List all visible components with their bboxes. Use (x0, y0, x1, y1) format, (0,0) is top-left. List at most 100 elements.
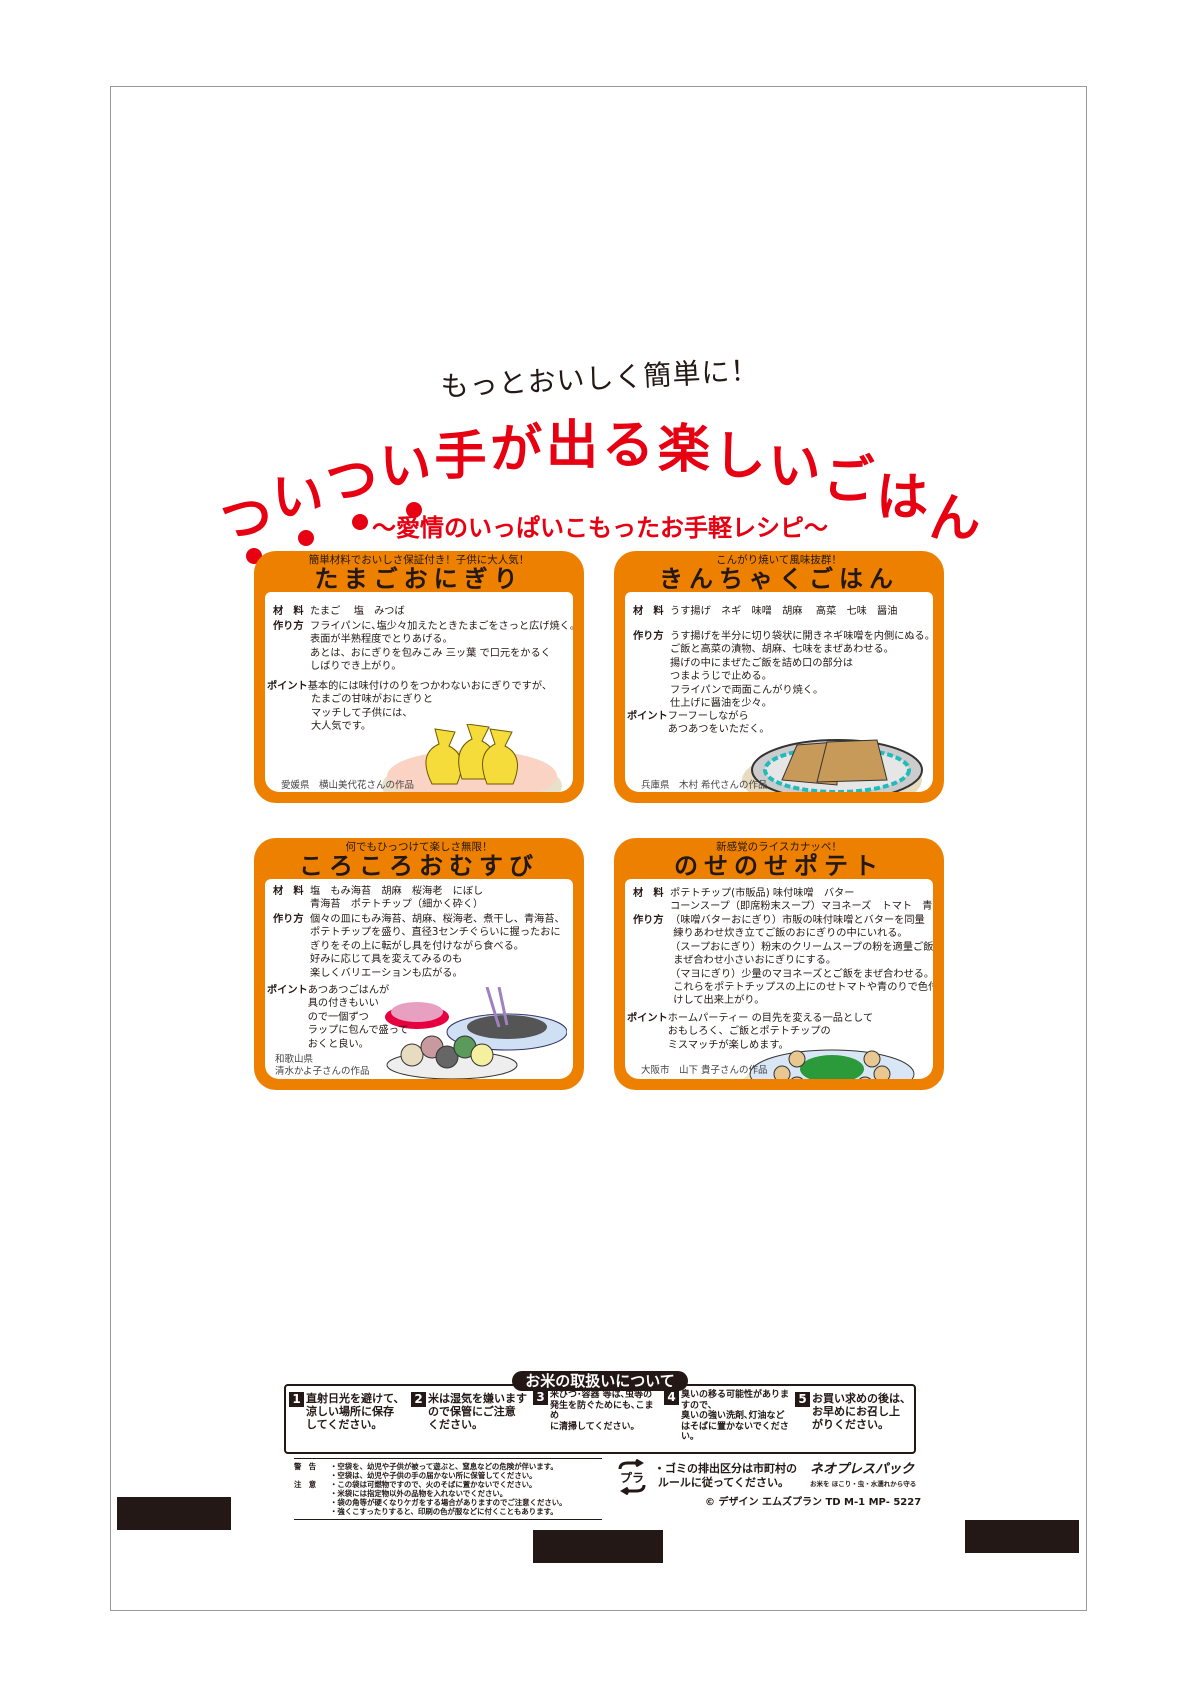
caution-label: 注 意 (294, 1480, 317, 1489)
handling-text: お買い求めの後は、 お早めにお召し上 がりください。 (812, 1392, 911, 1431)
method-text: うす揚げを半分に切り袋状に開きネギ味噌を内側にぬる。 ご飯と高菜の漬物、胡麻、七… (670, 631, 933, 710)
brand-logo: ネオプレスパック (810, 1462, 915, 1477)
point-text: あつあつごはんが 具の付きもいい ので一個ずつ ラップに包んで盛って おくと良い… (307, 985, 409, 1050)
header-tagline: ～愛情のいっぱいこもったお手軽レシピ～ (372, 514, 828, 542)
ingredients-text: うす揚げ ネギ 味噌 胡麻 高菜 七味 醤油 (670, 606, 898, 617)
title-dot (352, 514, 368, 530)
warning-line: ・袋の角等が硬くなりケガをする場合がありますのでご注意ください。 (330, 1498, 567, 1507)
warning-label: 警 告 (294, 1462, 317, 1471)
title-char: つ (325, 451, 378, 512)
point-label: ポイント (267, 985, 308, 996)
registration-bar (533, 1530, 663, 1563)
food-illustration-icon (742, 739, 923, 792)
warning-line: ・空袋は、幼児や子供の手の届かない所に保管してください。 (330, 1471, 537, 1480)
recipe-credit: 兵庫県 木村 希代さんの作品 (641, 780, 768, 791)
recipe-title: ころころおむすび (299, 852, 539, 880)
title-char: 手 (434, 426, 487, 487)
recipe-card: 新感覚のライスカナッペ！のせのせポテト材 料 ポテトチップ(市販品) 味付味噌 … (614, 838, 944, 1090)
recipe-credit: 愛媛県 横山美代花さんの作品 (281, 780, 415, 791)
registration-bar (117, 1497, 231, 1530)
recipe-body: 材 料 うす揚げ ネギ 味噌 胡麻 高菜 七味 醤油作り方 うす揚げを半分に切り… (625, 592, 933, 792)
registration-bar (965, 1520, 1079, 1553)
title-char: つ (219, 488, 272, 549)
title-char: い (379, 437, 432, 498)
handling-text: 米びつ･容器 等は､虫等の 発生を防ぐためにも､こまめ に清掃してください｡ (550, 1390, 654, 1432)
title-dot (298, 530, 314, 546)
recipe-title: きんちゃくごはん (659, 565, 899, 593)
title-dot (406, 502, 422, 518)
ingredients-label: 材 料 (273, 886, 304, 897)
method-label: 作り方 (273, 621, 304, 632)
title-char: 出 (546, 416, 599, 477)
method-text: （味噌バターおにぎり）市販の味付味噌とバターを同量 練りあわせ炊き立てご飯のおに… (670, 915, 933, 1007)
brand-tagline: お米を ほこり・虫・水濡れから守る (810, 1480, 917, 1488)
recipe-catchphrase: 何でもひっつけて楽しさ無限！ (345, 841, 493, 853)
handling-title: お米の取扱いについて (512, 1371, 688, 1391)
ingredients-text: 塩 もみ海苔 胡麻 桜海老 にぼし 青海苔 ポテトチップ（細かく砕く） (310, 886, 484, 911)
food-illustration-icon (382, 724, 562, 792)
method-label: 作り方 (273, 914, 304, 925)
title-char: い (768, 437, 821, 498)
warning-line: ・強くこすったりすると、印刷の色が服などに付くこともあります。 (330, 1507, 558, 1516)
handling-number: 5 (795, 1392, 810, 1407)
point-label: ポイント (627, 711, 668, 722)
handling-number: 4 (664, 1390, 679, 1405)
handling-text: 臭いの移る可能性がありますので､ 臭いの強い洗剤､灯油など はそばに置かないでく… (681, 1390, 790, 1442)
title-char: は (876, 468, 929, 529)
ingredients-text: ポテトチップ(市販品) 味付味噌 バター コーンスープ（即席粉末スープ）マヨネー… (670, 888, 933, 913)
title-char: る (601, 416, 654, 477)
recipe-title: のせのせポテト (674, 852, 884, 880)
recipe-catchphrase: こんがり焼いて風味抜群！ (716, 554, 842, 566)
method-text: フライパンに､塩少々加えたときたまごをさっと広げ焼く。 表面が半熟程度でとりあげ… (310, 621, 573, 673)
food-illustration-icon (385, 987, 567, 1079)
recipe-body: 材 料 たまご 塩 みつば作り方 フライパンに､塩少々加えたときたまごをさっと広… (265, 592, 573, 792)
recipe-body: 材 料 ポテトチップ(市販品) 味付味噌 バター コーンスープ（即席粉末スープ）… (625, 879, 933, 1079)
food-illustration-icon (743, 1049, 915, 1079)
method-text: 個々の皿にもみ海苔、胡麻、桜海老、煮干し、青海苔、 ポテトチップを盛り、直径3セ… (310, 914, 565, 979)
title-char: い (271, 468, 324, 529)
recipe-credit: 和歌山県 清水かよ子さんの作品 (275, 1054, 370, 1077)
method-label: 作り方 (633, 915, 664, 926)
point-label: ポイント (267, 681, 308, 692)
point-text: 基本的には味付けのりをつかわないおにぎりですが、 たまごの甘味がおにぎりと マッ… (307, 681, 553, 733)
warnings-block: 警 告 ・空袋を、幼児や子供が被って遊ぶと、窒息などの危険が伴います。 ・空袋は、… (294, 1458, 602, 1520)
recipe-catchphrase: 新感覚のライスカナッペ！ (716, 841, 842, 853)
title-char: し (713, 426, 766, 487)
copyright: © デザイン エムズプラン TD M-1 MP- 5227 (705, 1497, 922, 1508)
recipe-card: 何でもひっつけて楽しさ無限！ころころおむすび材 料 塩 もみ海苔 胡麻 桜海老 … (254, 838, 584, 1090)
handling-text: 直射日光を避けて、 涼しい場所に保存 してください。 (306, 1392, 405, 1431)
handling-number: 1 (289, 1392, 304, 1407)
warning-line: ・この袋は可燃物ですので、火のそばに置かないでください。 (330, 1480, 537, 1489)
recycle-mark: プラ (620, 1470, 644, 1485)
ingredients-label: 材 料 (633, 606, 664, 617)
warning-line: ・空袋を、幼児や子供が被って遊ぶと、窒息などの危険が伴います。 (330, 1462, 558, 1471)
point-text: ホームパーティー の目先を変える一品として おもしろく、ご飯とポテトチップの ミ… (667, 1013, 874, 1051)
recipe-card: こんがり焼いて風味抜群！きんちゃくごはん材 料 うす揚げ ネギ 味噌 胡麻 高菜… (614, 551, 944, 803)
title-char: が (490, 419, 543, 480)
handling-number: 2 (411, 1392, 426, 1407)
recipe-body: 材 料 塩 もみ海苔 胡麻 桜海老 にぼし 青海苔 ポテトチップ（細かく砕く） 作… (265, 879, 573, 1079)
ingredients-label: 材 料 (273, 606, 304, 617)
recipe-credit: 大阪市 山下 貴子さんの作品 (641, 1065, 768, 1076)
bag-outline (110, 86, 1087, 1611)
recycle-text: ・ゴミの排出区分は市町村の ルールに従ってください。 (654, 1462, 797, 1489)
title-char: ん (928, 488, 981, 549)
handling-text: 米は湿気を嫌います ので保管にご注意 ください。 (428, 1392, 527, 1431)
point-label: ポイント (627, 1013, 668, 1024)
point-text: フーフーしながら あつあつをいただく。 (667, 711, 770, 736)
method-label: 作り方 (633, 631, 664, 642)
recipe-card: 簡単材料でおいしさ保証付き！子供に大人気！たまごおにぎり材 料 たまご 塩 みつ… (254, 551, 584, 803)
recipe-catchphrase: 簡単材料でおいしさ保証付き！子供に大人気！ (308, 554, 530, 566)
ingredients-text: たまご 塩 みつば (310, 606, 405, 617)
title-char: ご (822, 451, 875, 512)
warning-line: ・米袋には指定物以外の品物を入れないでください。 (330, 1489, 508, 1498)
recipe-title: たまごおにぎり (314, 565, 524, 593)
ingredients-label: 材 料 (633, 888, 664, 899)
plastic-recycle-icon: プラ (618, 1459, 646, 1495)
